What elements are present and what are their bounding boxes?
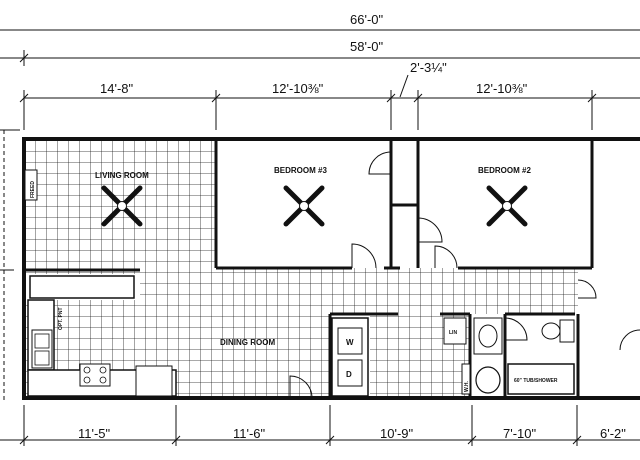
toilet-bowl: [541, 322, 561, 340]
tub-shower: [507, 363, 575, 395]
living-room-label: LIVING ROOM: [95, 171, 149, 180]
burner: [99, 376, 107, 384]
burner: [83, 376, 91, 384]
interior-walls: [24, 139, 594, 398]
dimension-top-3: 2'-3¼": [410, 60, 447, 75]
dimension-bottom-2: 11'-6": [233, 426, 266, 441]
burner: [99, 366, 107, 374]
linen-label: LIN: [449, 330, 457, 336]
dimension-bottom-1: 11'-5": [78, 426, 111, 441]
range: [79, 363, 111, 387]
fireplace: [24, 169, 38, 201]
tub-label: 60" TUB/SHOWER: [514, 378, 558, 384]
toilet-hall: [475, 366, 501, 394]
fireplace-label: FREED: [30, 181, 36, 198]
burner: [83, 366, 91, 374]
water-heater-label: W.H.: [464, 381, 470, 392]
dimension-top-chain: [19, 74, 640, 130]
linen-closet: [443, 317, 467, 345]
toilet-tank: [559, 319, 575, 343]
dimension-bottom-4: 7'-10": [503, 426, 537, 441]
bedroom3-label: BEDROOM #3: [274, 166, 327, 175]
left-edge-marks: [0, 129, 20, 400]
washer-label: W: [346, 338, 354, 347]
bedroom2-label: BEDROOM #2: [478, 166, 531, 175]
pantry-label: OPT. PNT: [58, 307, 64, 330]
water-heater: [461, 363, 471, 395]
sink-basin-2: [34, 350, 50, 366]
dining-room-label: DINING ROOM: [220, 338, 275, 347]
dimension-top-4: 12'-10⅜": [476, 81, 528, 96]
washer: [337, 327, 363, 355]
ceiling-fan-icon: [486, 185, 528, 227]
dryer: [337, 359, 363, 387]
dimension-overall-label: 66'-0": [350, 12, 384, 27]
dimension-bottom-chain: [0, 405, 640, 446]
lavatory: [478, 324, 498, 348]
refrigerator: [135, 365, 173, 397]
vanity: [473, 317, 503, 355]
dryer-label: D: [346, 370, 352, 379]
ceiling-fan-icon: [283, 185, 325, 227]
sink-basin-1: [34, 333, 50, 349]
dimension-top-1: 14'-8": [100, 81, 134, 96]
dimension-bottom-5: 6'-2": [600, 426, 626, 441]
door-swings: [289, 151, 640, 399]
dimension-top-2: 12'-10⅜": [272, 81, 324, 96]
dimension-bottom-3: 10'-9": [380, 426, 414, 441]
hall-floor: [140, 268, 578, 314]
ceiling-fan-icon: [101, 185, 143, 227]
dimension-body: [0, 50, 640, 66]
dimension-body-label: 58'-0": [350, 39, 384, 54]
